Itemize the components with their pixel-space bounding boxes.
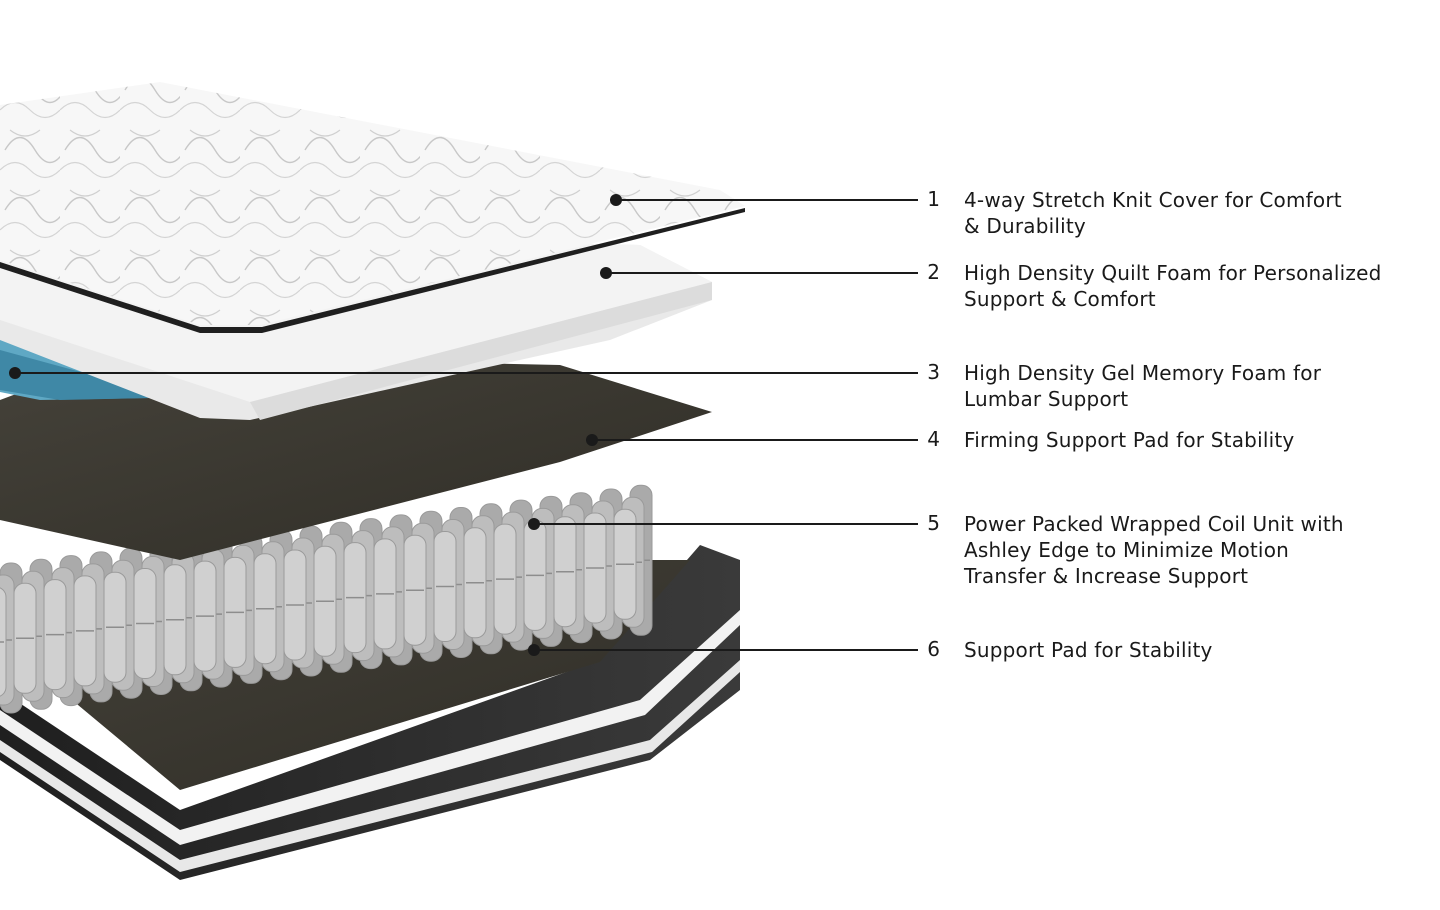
layer-description-6: Support Pad for Stability: [964, 637, 1213, 663]
leader-dot-5: [528, 518, 540, 530]
layer-description-line: Lumbar Support: [964, 387, 1129, 411]
layer-description-1: 4-way Stretch Knit Cover for Comfort& Du…: [964, 187, 1342, 239]
layer-description-line: Transfer & Increase Support: [964, 564, 1249, 588]
layer-description-2: High Density Quilt Foam for Personalized…: [964, 260, 1382, 312]
leader-dot-1: [610, 194, 622, 206]
layer-description-line: Firming Support Pad for Stability: [964, 428, 1295, 452]
gel-foam-shade: [0, 350, 150, 400]
leader-dot-2: [600, 267, 612, 279]
layer-number-4: 4: [927, 427, 940, 451]
layer-description-line: 4-way Stretch Knit Cover for Comfort: [964, 188, 1342, 212]
layer-5-coil-unit: [0, 484, 653, 714]
mattress-base: [0, 545, 740, 880]
layer-description-line: Support & Comfort: [964, 287, 1156, 311]
layer-description-line: Support Pad for Stability: [964, 638, 1213, 662]
layer-description-line: & Durability: [964, 214, 1086, 238]
layer-description-line: Ashley Edge to Minimize Motion: [964, 538, 1290, 562]
layer-1-knit-cover: [0, 82, 745, 333]
layer-number-2: 2: [927, 260, 940, 284]
layer-description-line: High Density Gel Memory Foam for: [964, 361, 1322, 385]
layer-description-4: Firming Support Pad for Stability: [964, 427, 1294, 453]
leader-lines: [9, 194, 918, 656]
layer-description-line: Power Packed Wrapped Coil Unit with: [964, 512, 1344, 536]
layer-number-6: 6: [927, 637, 940, 661]
layer-number-5: 5: [927, 511, 940, 535]
layer-description-line: High Density Quilt Foam for Personalized: [964, 261, 1382, 285]
layer-number-1: 1: [927, 187, 940, 211]
leader-dot-6: [528, 644, 540, 656]
leader-dot-3: [9, 367, 21, 379]
leader-dot-4: [586, 434, 598, 446]
layer-number-3: 3: [927, 360, 940, 384]
